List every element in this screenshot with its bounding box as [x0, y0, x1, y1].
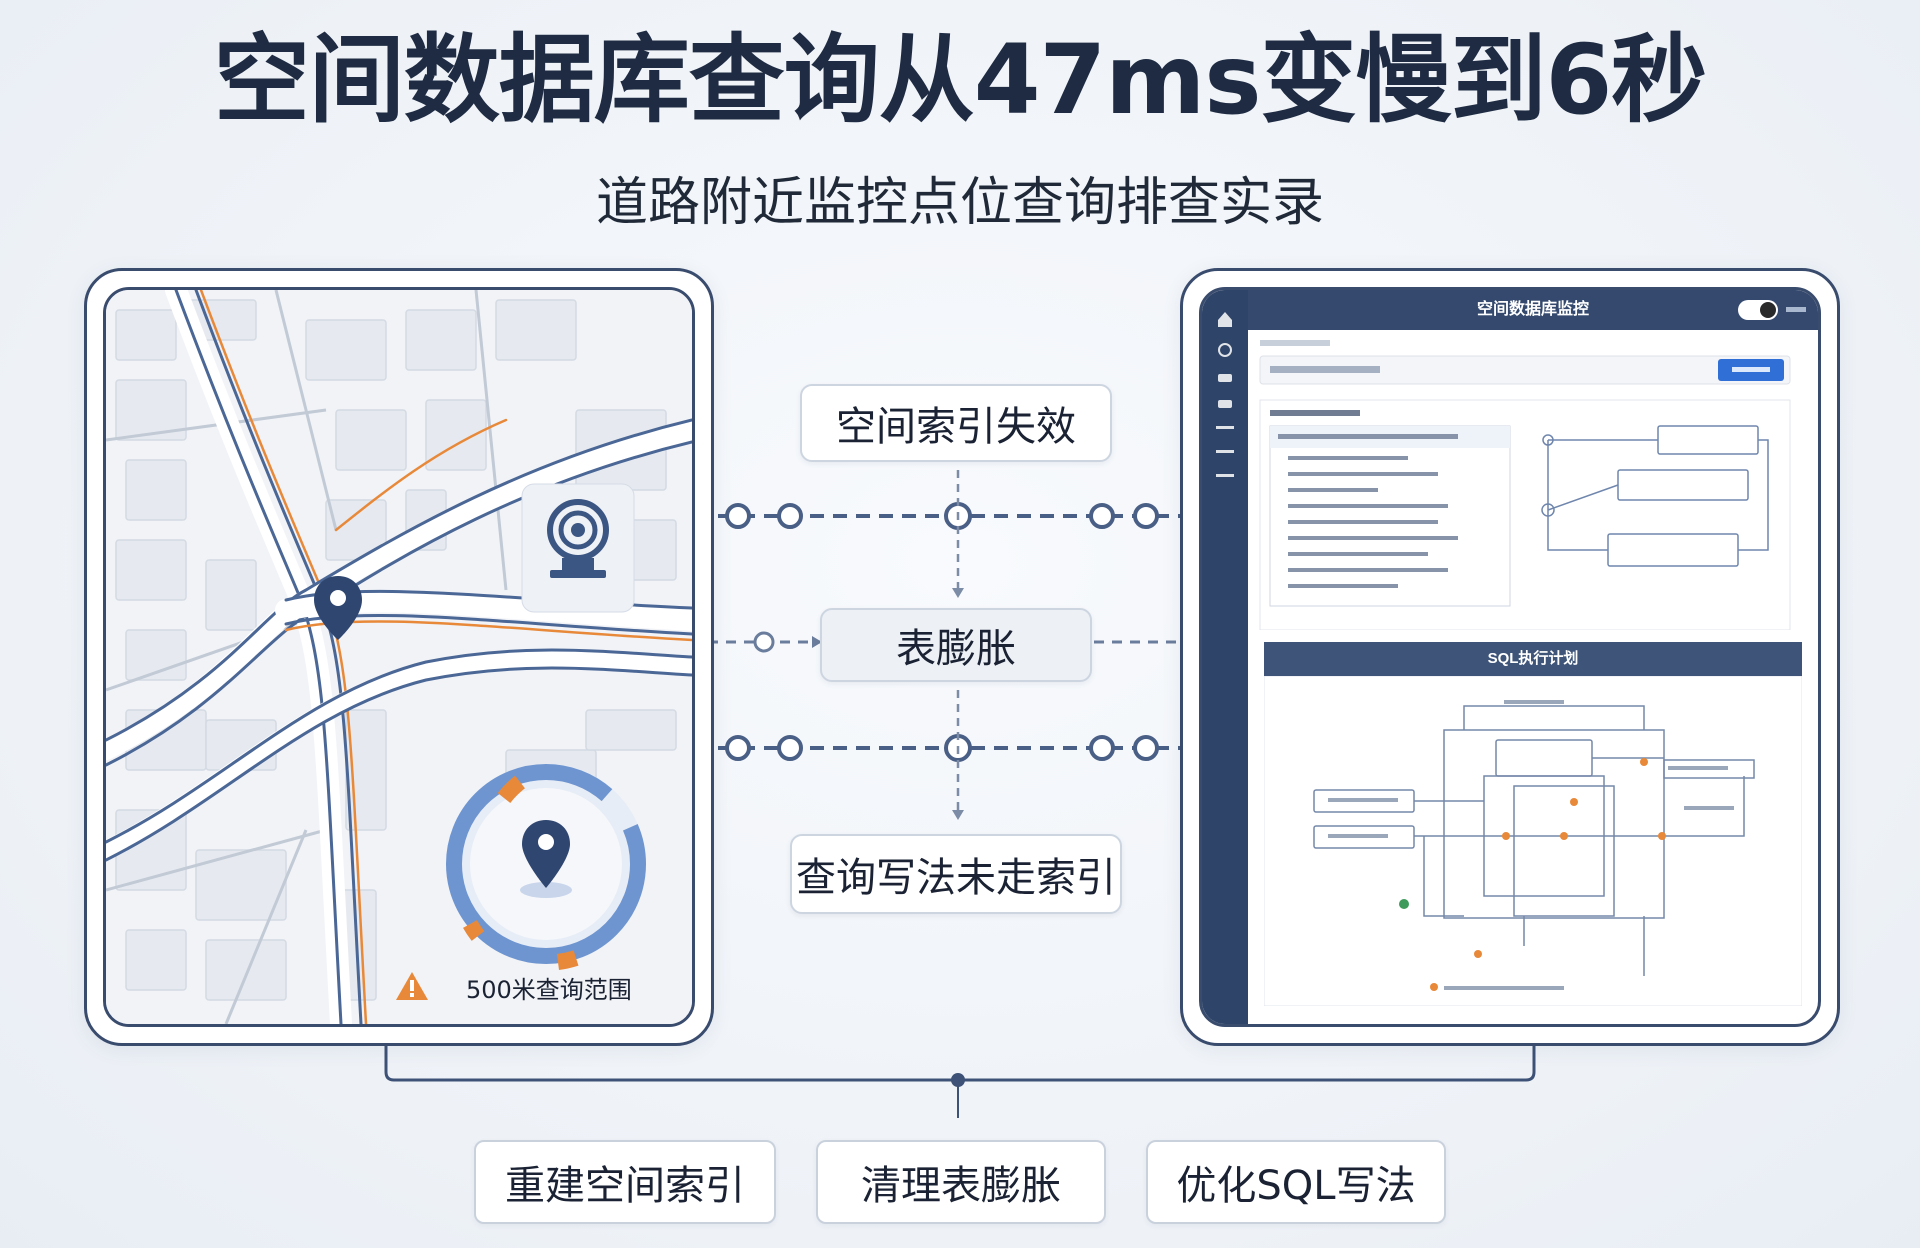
- vertical-arrows: [952, 470, 964, 820]
- db-monitor-panel: 空间数据库监控: [1180, 268, 1840, 1046]
- camera-icon: [521, 483, 635, 613]
- page-title: 空间数据库查询从47ms变慢到6秒: [213, 24, 1708, 136]
- map-panel: [84, 268, 714, 1046]
- map-view[interactable]: [103, 287, 695, 1027]
- db-sidebar[interactable]: [1202, 290, 1248, 1024]
- db-header: 空间数据库监控: [1248, 290, 1818, 330]
- fix-clean-table-bloat: 清理表膨胀: [816, 1140, 1106, 1224]
- db-console: 空间数据库监控: [1199, 287, 1821, 1027]
- cause-table-bloat: 表膨胀: [820, 608, 1092, 682]
- range-label: 500米查询范围: [466, 976, 632, 1004]
- execution-plan-title: SQL执行计划: [1487, 650, 1579, 667]
- connector-row-3: [663, 734, 1228, 762]
- location-pin-icon: [314, 576, 362, 640]
- execution-plan-header: SQL执行计划: [1264, 642, 1802, 676]
- db-header-title: 空间数据库监控: [1476, 301, 1589, 318]
- page-subtitle: 道路附近监控点位查询排查实录: [595, 173, 1324, 233]
- cause-index-failure: 空间索引失效: [800, 384, 1112, 462]
- cause-query-no-index: 查询写法未走索引: [790, 834, 1122, 914]
- fix-optimize-sql: 优化SQL写法: [1146, 1140, 1446, 1224]
- query-area: [1259, 340, 1791, 630]
- warning-icon: [396, 972, 428, 1000]
- user-area[interactable]: [1738, 298, 1808, 322]
- connector-row-1: [663, 502, 1228, 530]
- range-circle: [446, 764, 646, 970]
- fix-rebuild-spatial-index: 重建空间索引: [474, 1140, 776, 1224]
- map-drawing: [106, 290, 692, 1024]
- execution-plan-diagram: [1264, 676, 1802, 1006]
